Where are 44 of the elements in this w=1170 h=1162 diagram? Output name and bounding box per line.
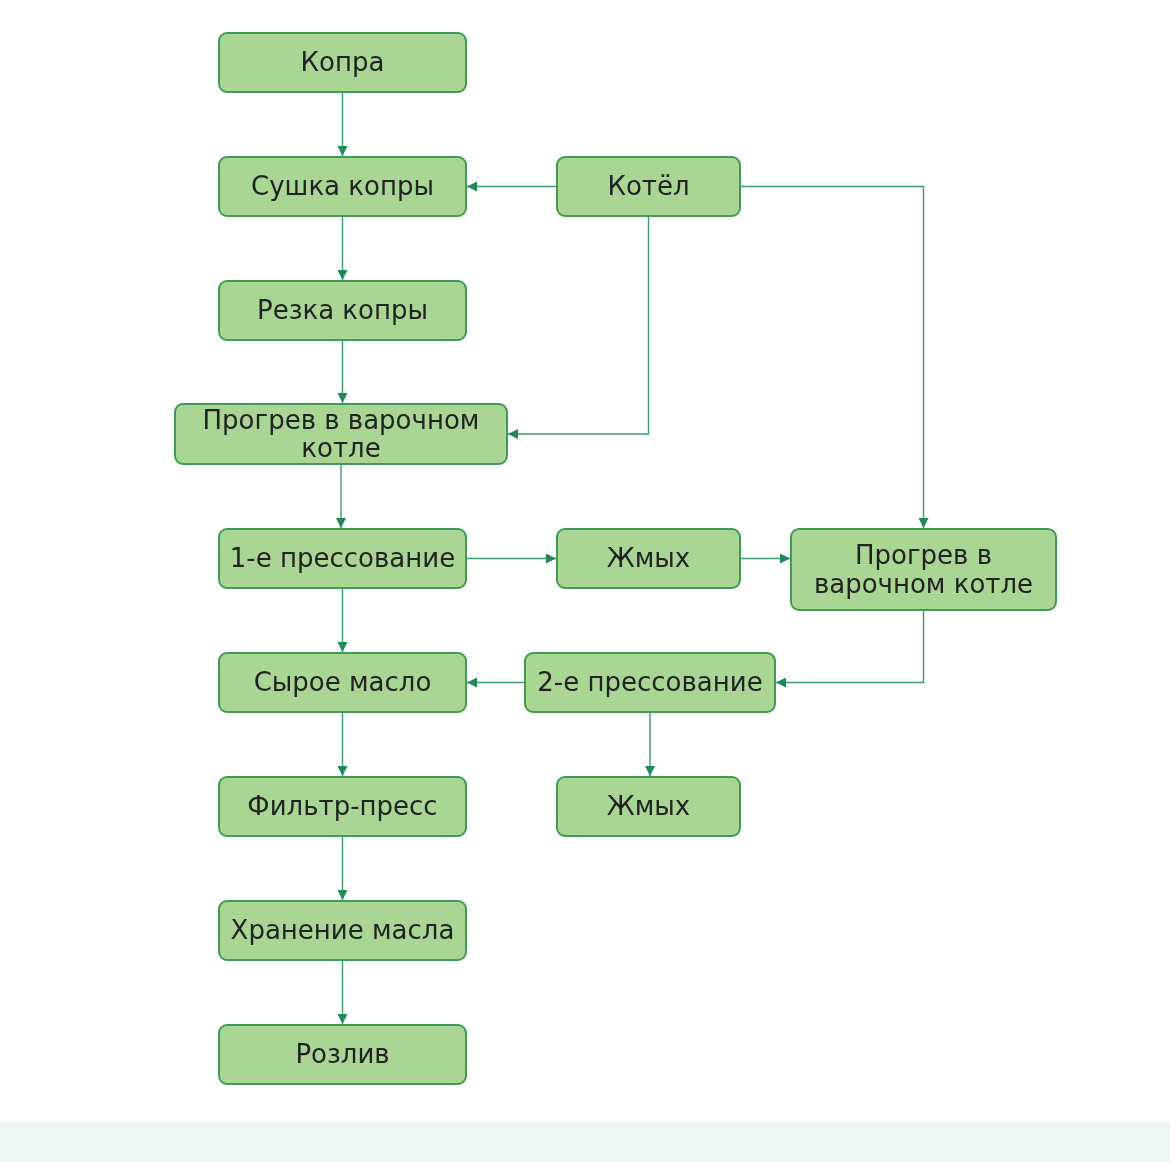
process-box <box>218 156 467 217</box>
arrow <box>337 960 348 1025</box>
arrow <box>337 588 348 653</box>
arrow <box>466 181 557 192</box>
node-label: Хранение масла <box>230 916 455 945</box>
process-box <box>218 528 467 589</box>
arrow <box>740 185 929 529</box>
node-label: Фильтр-пресс <box>247 792 438 821</box>
node-label: 1-е прессование <box>229 544 456 573</box>
process-box <box>218 32 467 93</box>
node-label: Прогрев в варочном котле <box>812 541 1035 598</box>
process-box <box>556 528 741 589</box>
process-box <box>174 403 508 465</box>
process-box <box>556 156 741 217</box>
arrow <box>645 712 655 777</box>
arrow <box>337 836 348 901</box>
arrow <box>337 340 348 404</box>
node-label: Резка копры <box>256 296 428 325</box>
node-label: Сырое масло <box>253 668 432 697</box>
process-box <box>218 1024 467 1085</box>
arrow <box>775 610 925 688</box>
arrow <box>507 216 650 439</box>
node-label: Жмых <box>606 544 691 573</box>
node-label: Жмых <box>606 792 691 821</box>
node-label: Розлив <box>295 1040 390 1069</box>
arrow <box>336 464 346 529</box>
arrow <box>337 92 348 157</box>
arrow <box>337 712 348 777</box>
process-box <box>218 280 467 341</box>
process-box <box>524 652 776 713</box>
arrow <box>466 677 525 688</box>
arrow <box>466 553 557 564</box>
process-box <box>218 652 467 713</box>
arrow <box>337 216 348 281</box>
process-box <box>218 776 467 837</box>
process-box <box>218 900 467 961</box>
process-box <box>790 528 1057 611</box>
node-label: Копра <box>300 48 385 77</box>
node-label: Сушка копры <box>251 172 434 201</box>
arrow <box>740 553 791 564</box>
node-label: Прогрев в варочном котле <box>201 405 481 463</box>
process-box <box>556 776 741 837</box>
node-label: Котёл <box>607 172 690 201</box>
node-label: 2-е прессование <box>537 668 763 697</box>
